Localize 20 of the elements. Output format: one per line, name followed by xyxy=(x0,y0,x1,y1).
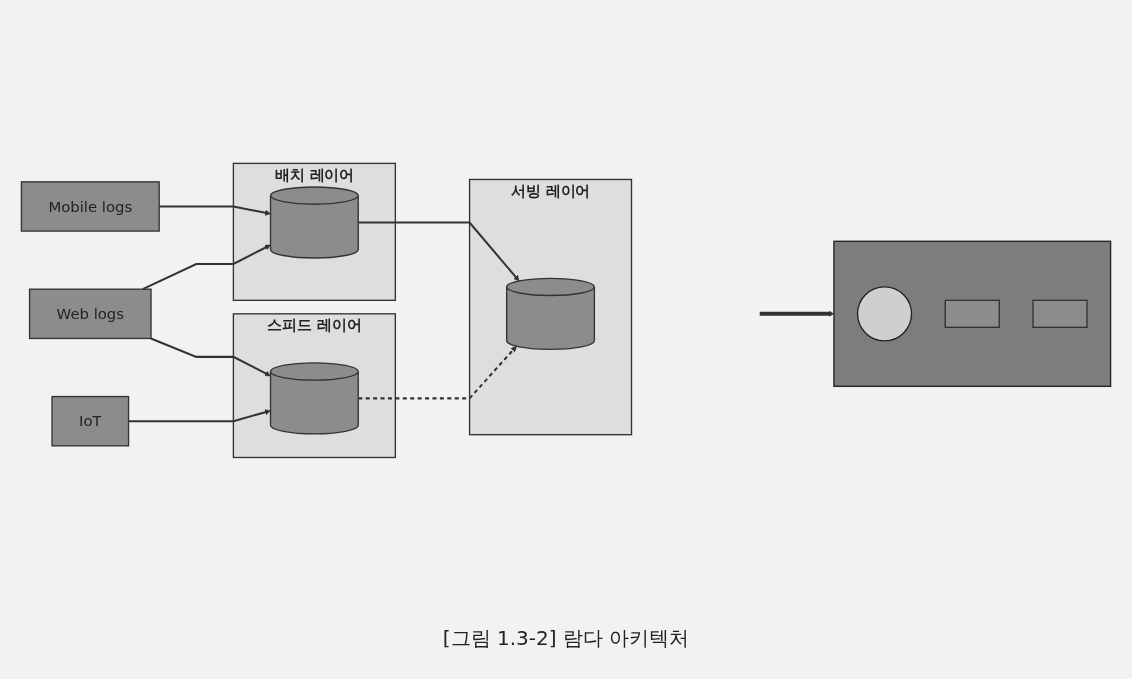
arrow xyxy=(128,408,271,422)
cluster: 서빙 레이어 xyxy=(468,178,633,435)
node-person xyxy=(856,285,913,342)
node-cylinder xyxy=(506,277,596,350)
figure-caption: [그림 1.3-2] 람다 아키텍처 xyxy=(442,625,690,652)
node-box: Mobile logs xyxy=(20,180,160,232)
cluster: 배치 레이어 xyxy=(232,162,396,301)
node-box xyxy=(1032,299,1088,328)
node-cylinder xyxy=(269,361,359,435)
arrow xyxy=(142,244,271,290)
arrow xyxy=(358,221,520,281)
node-box: IoT xyxy=(51,395,130,447)
node-cylinder xyxy=(269,185,359,259)
arrow xyxy=(358,345,517,399)
arrow xyxy=(150,337,271,376)
node-box: Web logs xyxy=(28,288,152,339)
cluster xyxy=(833,240,1112,387)
arrow xyxy=(159,205,271,216)
cluster: 스피드 레이어 xyxy=(232,312,396,458)
node-box xyxy=(944,299,1000,328)
